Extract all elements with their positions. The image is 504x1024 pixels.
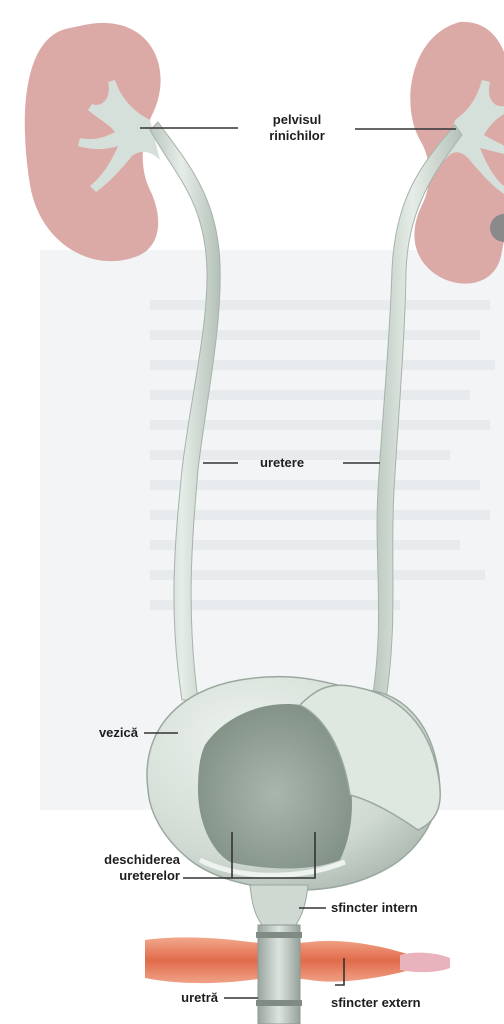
bladder xyxy=(147,677,440,925)
left-kidney xyxy=(25,23,161,261)
label-urethra: uretră xyxy=(130,990,218,1006)
bladder-neck xyxy=(250,885,308,925)
label-internal-sphincter: sfincter intern xyxy=(331,900,418,916)
label-ureteral-openings: deschiderea ureterelor xyxy=(30,852,180,884)
urethra-tube xyxy=(258,925,300,1024)
label-renal-pelvis-line1: pelvisul xyxy=(244,112,350,128)
label-renal-pelvis-line2: rinichilor xyxy=(244,128,350,144)
label-bladder: vezică xyxy=(60,725,138,741)
label-external-sphincter: sfincter extern xyxy=(331,995,421,1011)
right-kidney xyxy=(410,22,504,284)
label-renal-pelvis: pelvisul rinichilor xyxy=(244,112,350,144)
label-ureteral-openings-line2: ureterelor xyxy=(30,868,180,884)
label-ureteral-openings-line1: deschiderea xyxy=(30,852,180,868)
sphincter-muscle-tail xyxy=(400,953,450,973)
label-ureters: uretere xyxy=(260,455,304,471)
left-ureter xyxy=(150,122,220,700)
